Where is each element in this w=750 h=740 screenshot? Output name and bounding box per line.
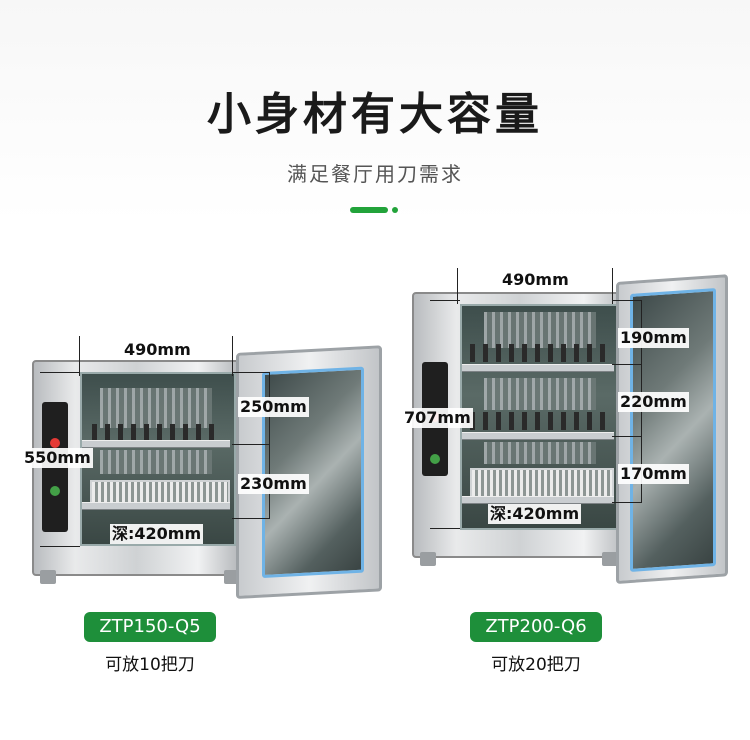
dimension-line — [232, 336, 233, 376]
cabinet-foot — [420, 552, 436, 566]
depth-label: 深:420mm — [488, 504, 582, 524]
cabinet-foot — [40, 570, 56, 584]
capacity-label: 可放20把刀 — [491, 655, 581, 675]
dimension-line — [612, 364, 642, 365]
knife-handles — [470, 412, 606, 430]
dimension-line — [612, 502, 642, 503]
dimension-line — [232, 518, 270, 519]
dimension-line — [430, 528, 460, 529]
accent-bar — [350, 207, 388, 213]
depth-label: 深:420mm — [110, 524, 204, 544]
knife-blades — [484, 312, 596, 348]
capacity-label: 可放10把刀 — [105, 655, 195, 675]
dimension-line — [79, 336, 80, 376]
page-subtitle: 满足餐厅用刀需求 — [287, 162, 463, 186]
shelf-3 — [462, 496, 614, 504]
shelf-1 — [462, 364, 614, 372]
shelf-3-label: 170mm — [618, 464, 689, 484]
dimension-line — [612, 436, 642, 437]
height-label: 707mm — [402, 408, 473, 428]
bottom-basket — [470, 468, 614, 498]
dimension-line — [612, 268, 613, 304]
page-title: 小身材有大容量 — [207, 89, 543, 140]
lower-shelf — [82, 502, 230, 510]
accent-dot — [392, 207, 398, 213]
width-label: 490mm — [122, 340, 193, 360]
dimension-line — [430, 300, 460, 301]
shelf-1-label: 190mm — [618, 328, 689, 348]
lower-shelf-label: 230mm — [238, 474, 309, 494]
width-label: 490mm — [500, 270, 571, 290]
shelf-2 — [462, 432, 614, 440]
knife-blades — [484, 442, 596, 464]
dimension-line — [40, 546, 80, 547]
knife-blades — [100, 450, 212, 474]
knife-blades — [484, 378, 596, 410]
dimension-line — [232, 372, 270, 373]
start-button — [50, 486, 60, 496]
knife-blades — [100, 388, 212, 428]
shelf-2-label: 220mm — [618, 392, 689, 412]
model-badge: ZTP200-Q6 — [470, 612, 602, 642]
knife-handles — [470, 344, 606, 362]
cabinet-foot — [602, 552, 618, 566]
dimension-line — [457, 268, 458, 304]
bottom-basket — [90, 480, 230, 506]
dimension-line — [232, 444, 270, 445]
knife-handles — [92, 424, 222, 442]
start-button — [430, 454, 440, 464]
model-badge: ZTP150-Q5 — [84, 612, 216, 642]
dimension-line — [40, 372, 80, 373]
dimension-line — [269, 372, 270, 518]
upper-shelf-label: 250mm — [238, 397, 309, 417]
power-button — [50, 438, 60, 448]
height-label: 550mm — [22, 448, 93, 468]
upper-shelf — [82, 440, 230, 448]
dimension-line — [612, 300, 642, 301]
